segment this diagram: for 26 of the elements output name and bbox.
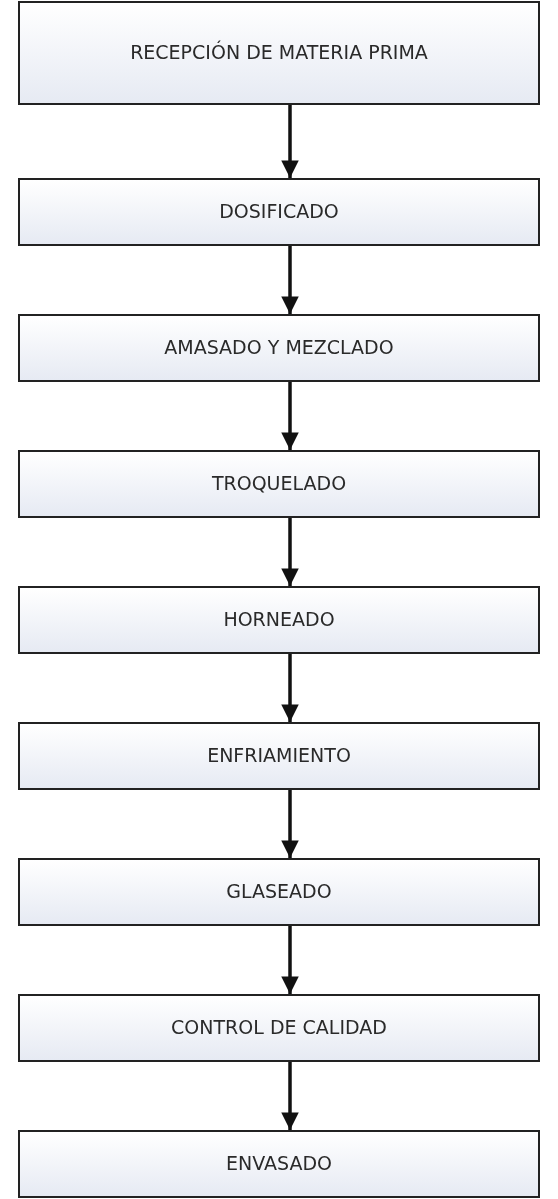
step-label: HORNEADO	[222, 607, 336, 633]
process-box	[18, 178, 540, 246]
process-box	[18, 450, 540, 518]
step-label: RECEPCIÓN DE MATERIA PRIMA	[129, 39, 429, 66]
arrow	[281, 926, 299, 994]
step-label: ENFRIAMIENTO	[206, 743, 352, 769]
step-label: CONTROL DE CALIDAD	[170, 1015, 388, 1041]
step-label: AMASADO Y MEZCLADO	[163, 335, 395, 361]
step-label: TROQUELADO	[210, 471, 348, 497]
process-box	[18, 1, 540, 105]
process-box	[18, 858, 540, 926]
process-box	[18, 994, 540, 1062]
arrow	[281, 105, 299, 178]
step-label: DOSIFICADO	[218, 199, 340, 225]
arrow	[281, 518, 299, 586]
process-box	[18, 586, 540, 654]
arrow	[281, 246, 299, 314]
arrow	[281, 790, 299, 858]
arrow	[281, 382, 299, 450]
process-box	[18, 314, 540, 382]
arrow	[281, 654, 299, 722]
step-label: GLASEADO	[225, 879, 333, 905]
process-box	[18, 1130, 540, 1198]
arrow	[281, 1062, 299, 1130]
step-label: ENVASADO	[225, 1151, 333, 1177]
process-box	[18, 722, 540, 790]
